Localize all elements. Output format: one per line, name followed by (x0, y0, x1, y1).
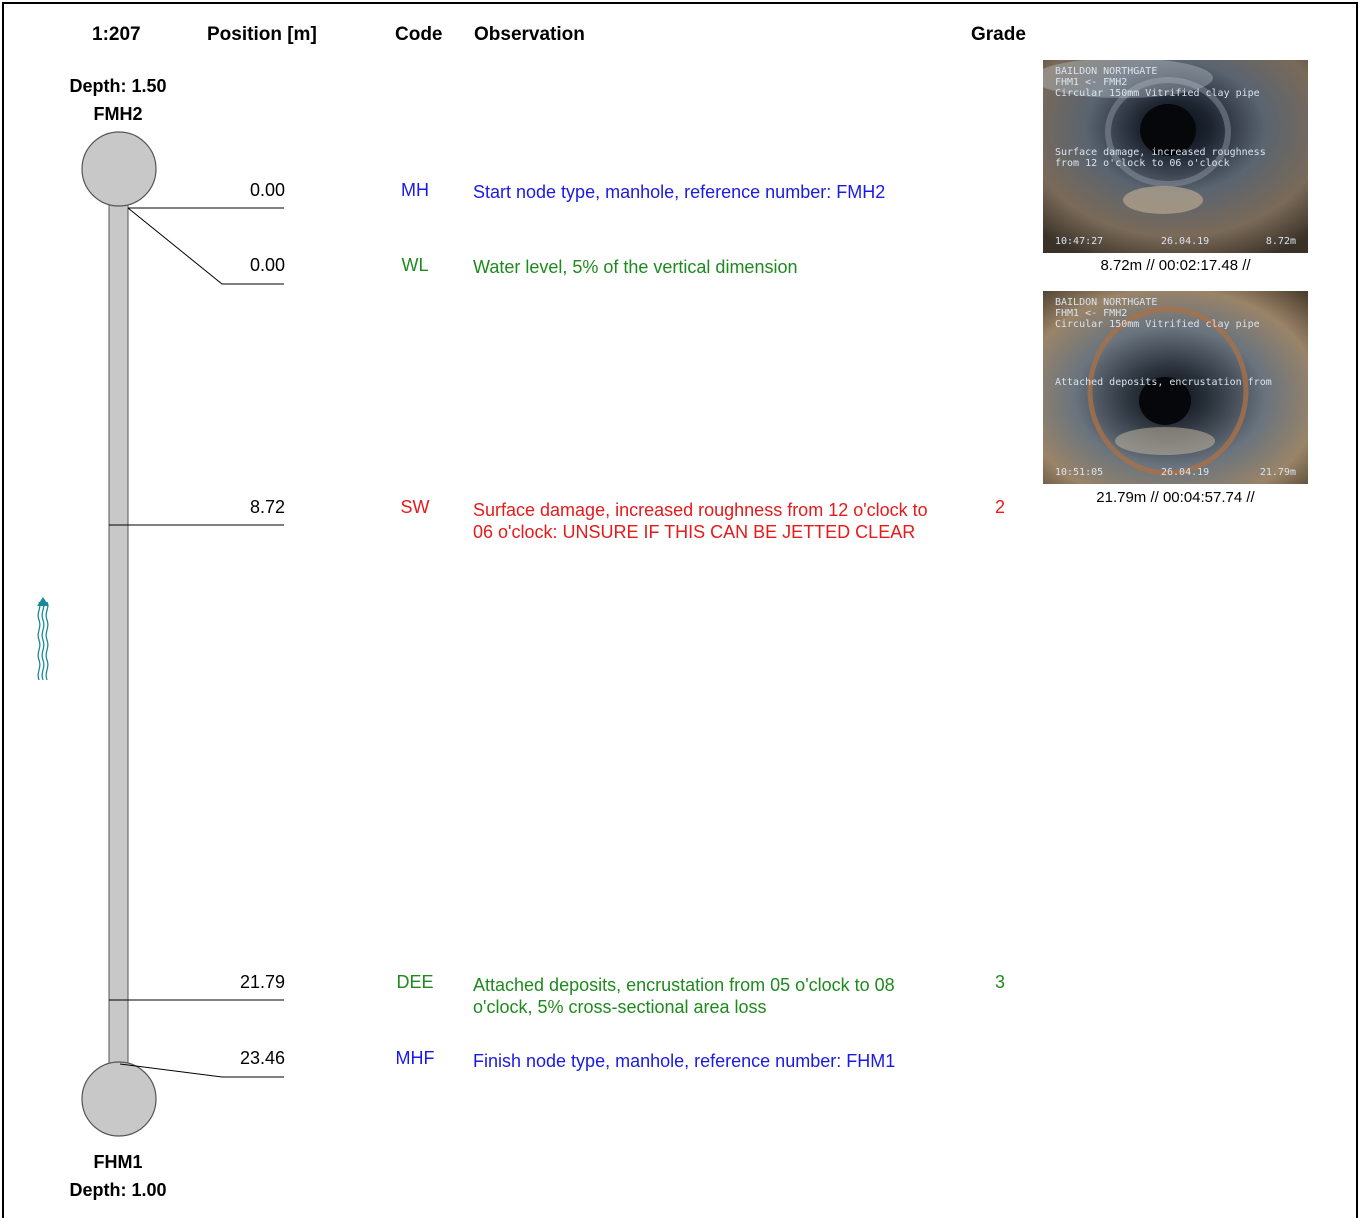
row-dee-position: 21.79 (239, 972, 285, 992)
row-sw-observation: Surface damage, increased roughness from… (473, 500, 928, 542)
row-wl-observation: Water level, 5% of the vertical dimensio… (473, 257, 798, 277)
row-mhf-code: MHF (395, 1048, 435, 1068)
photo-overlay-line: BAILDON NORTHGATE (1055, 66, 1158, 77)
row-mh-code: MH (401, 180, 429, 200)
photo-overlay-line: Circular 150mm Vitrified clay pipe (1055, 88, 1260, 99)
photo-caption: 8.72m // 00:02:17.48 // (1100, 257, 1251, 274)
photo-overlay-line: Surface damage, increased roughness (1055, 147, 1266, 158)
photo-overlay-line: FHM1 <- FMH2 (1055, 77, 1128, 88)
inspection-photo[interactable]: BAILDON NORTHGATE FHM1 <- FMH2 Circular … (1043, 60, 1308, 253)
observation-header: Observation (474, 24, 585, 45)
pipe-photo-image (1043, 291, 1308, 484)
position-header: Position [m] (207, 24, 317, 45)
pipe-photo-image (1043, 60, 1308, 253)
row-mh-position: 0.00 (249, 180, 285, 200)
photo-overlay-line: FHM1 <- FMH2 (1055, 308, 1128, 319)
start-manhole (81, 131, 157, 207)
row-mh-observation: Start node type, manhole, reference numb… (473, 182, 886, 202)
inspection-photo[interactable]: BAILDON NORTHGATE FHM1 <- FMH2 Circular … (1043, 291, 1308, 484)
scale-header: 1:207 (92, 24, 141, 45)
grade-header: Grade (971, 24, 1026, 45)
row-mhf-observation: Finish node type, manhole, reference num… (473, 1051, 896, 1071)
start-node-depth: Depth: 1.50 (69, 76, 167, 96)
leader-mhf (119, 1063, 284, 1078)
photo-caption: 21.79m // 00:04:57.74 // (1096, 489, 1255, 506)
leader-lines (109, 207, 284, 1078)
photo-time: 10:47:27 (1055, 236, 1104, 247)
photo-date: 26.04.19 (1161, 236, 1210, 247)
row-dee-code: DEE (396, 972, 434, 992)
row-sw-grade: 2 (994, 497, 1005, 517)
row-dee-grade: 3 (994, 972, 1005, 992)
code-header: Code (395, 24, 443, 45)
photo-distance: 8.72m (1265, 236, 1296, 247)
photo-date: 26.04.19 (1161, 467, 1210, 478)
photo-overlay-line: BAILDON NORTHGATE (1055, 297, 1158, 308)
end-node-depth: Depth: 1.00 (69, 1180, 167, 1200)
row-sw-position: 8.72 (249, 497, 285, 517)
row-dee-observation: Attached deposits, encrustation from 05 … (473, 975, 895, 1017)
photo-overlay-line: Attached deposits, encrustation from (1055, 377, 1272, 388)
row-mhf-position: 23.46 (239, 1048, 285, 1068)
leader-wl (127, 207, 284, 285)
photo-overlay-line: Circular 150mm Vitrified clay pipe (1055, 319, 1260, 330)
start-node-name: FMH2 (93, 104, 143, 124)
photo-distance: 21.79m (1259, 467, 1296, 478)
photo-overlay-line: from 12 o'clock to 06 o'clock (1055, 158, 1230, 169)
pipe-body (108, 204, 129, 1066)
flow-arrow-icon (37, 597, 49, 680)
row-wl-position: 0.00 (249, 255, 285, 275)
photo-time: 10:51:05 (1055, 467, 1104, 478)
pipe-diagram (81, 131, 284, 1137)
end-node-name: FHM1 (93, 1152, 143, 1172)
row-sw-code: SW (400, 497, 430, 517)
finish-manhole (81, 1061, 157, 1137)
row-wl-code: WL (401, 255, 429, 275)
